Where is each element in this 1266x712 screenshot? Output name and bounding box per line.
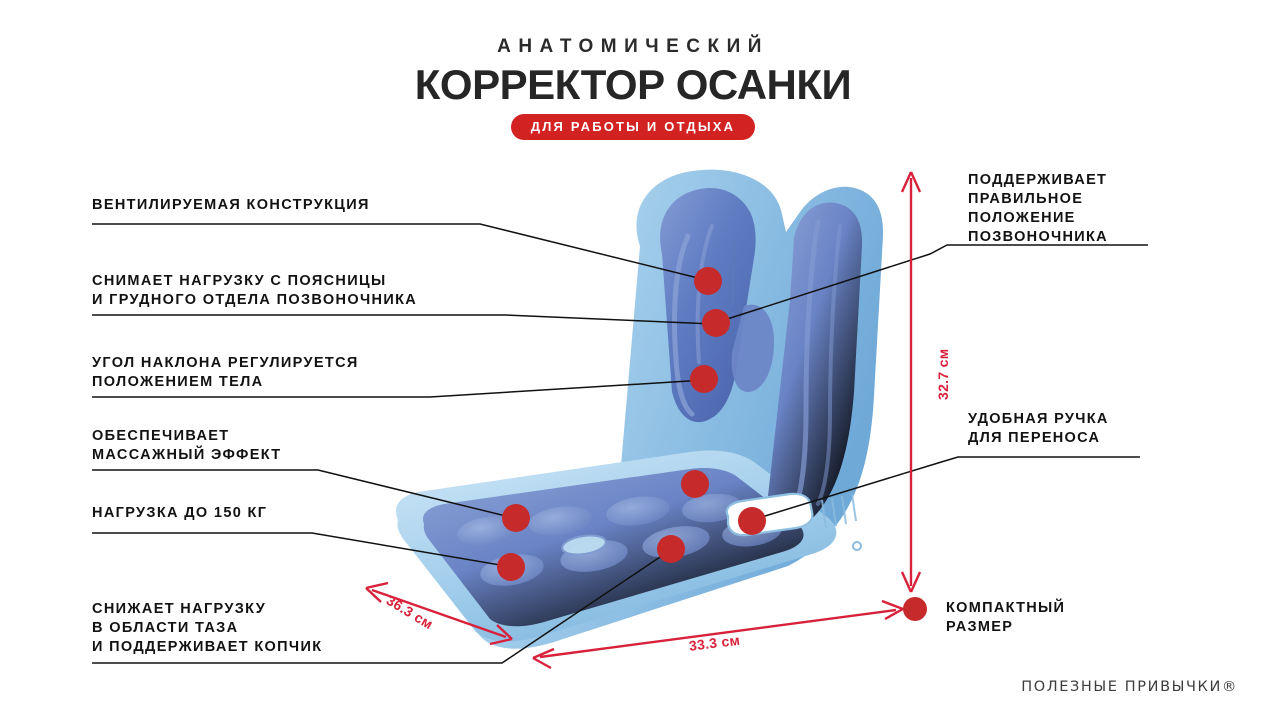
label-ventilated: Вентилируемая конструкция [92, 197, 370, 213]
screw-detail [852, 541, 862, 551]
label-spine-position: Поддерживает правильное положение позвон… [968, 172, 1108, 245]
label-massage: Обеспечивает массажный эффект [92, 428, 282, 463]
label-relief-back: Снимает нагрузку с поясницы и грудного о… [92, 273, 418, 308]
kicker-text: Анатомический [497, 36, 769, 57]
label-load-150: Нагрузка до 150 кг [92, 505, 268, 521]
usage-badge: Для работы и отдыха [510, 114, 756, 140]
label-pelvis: Снижает нагрузку в области таза и поддер… [92, 601, 323, 655]
badge-container: Для работы и отдыха [0, 114, 1266, 140]
brand-mark: Полезные привычки® [1021, 679, 1238, 695]
page-title: Корректор осанки [414, 61, 852, 108]
dimension-height: 32.7 см [935, 348, 951, 400]
label-tilt-angle: Угол наклона регулируется положением тел… [92, 355, 359, 390]
label-handle: Удобная ручка для переноса [968, 411, 1109, 446]
label-compact: Компактный размер [946, 600, 1066, 635]
